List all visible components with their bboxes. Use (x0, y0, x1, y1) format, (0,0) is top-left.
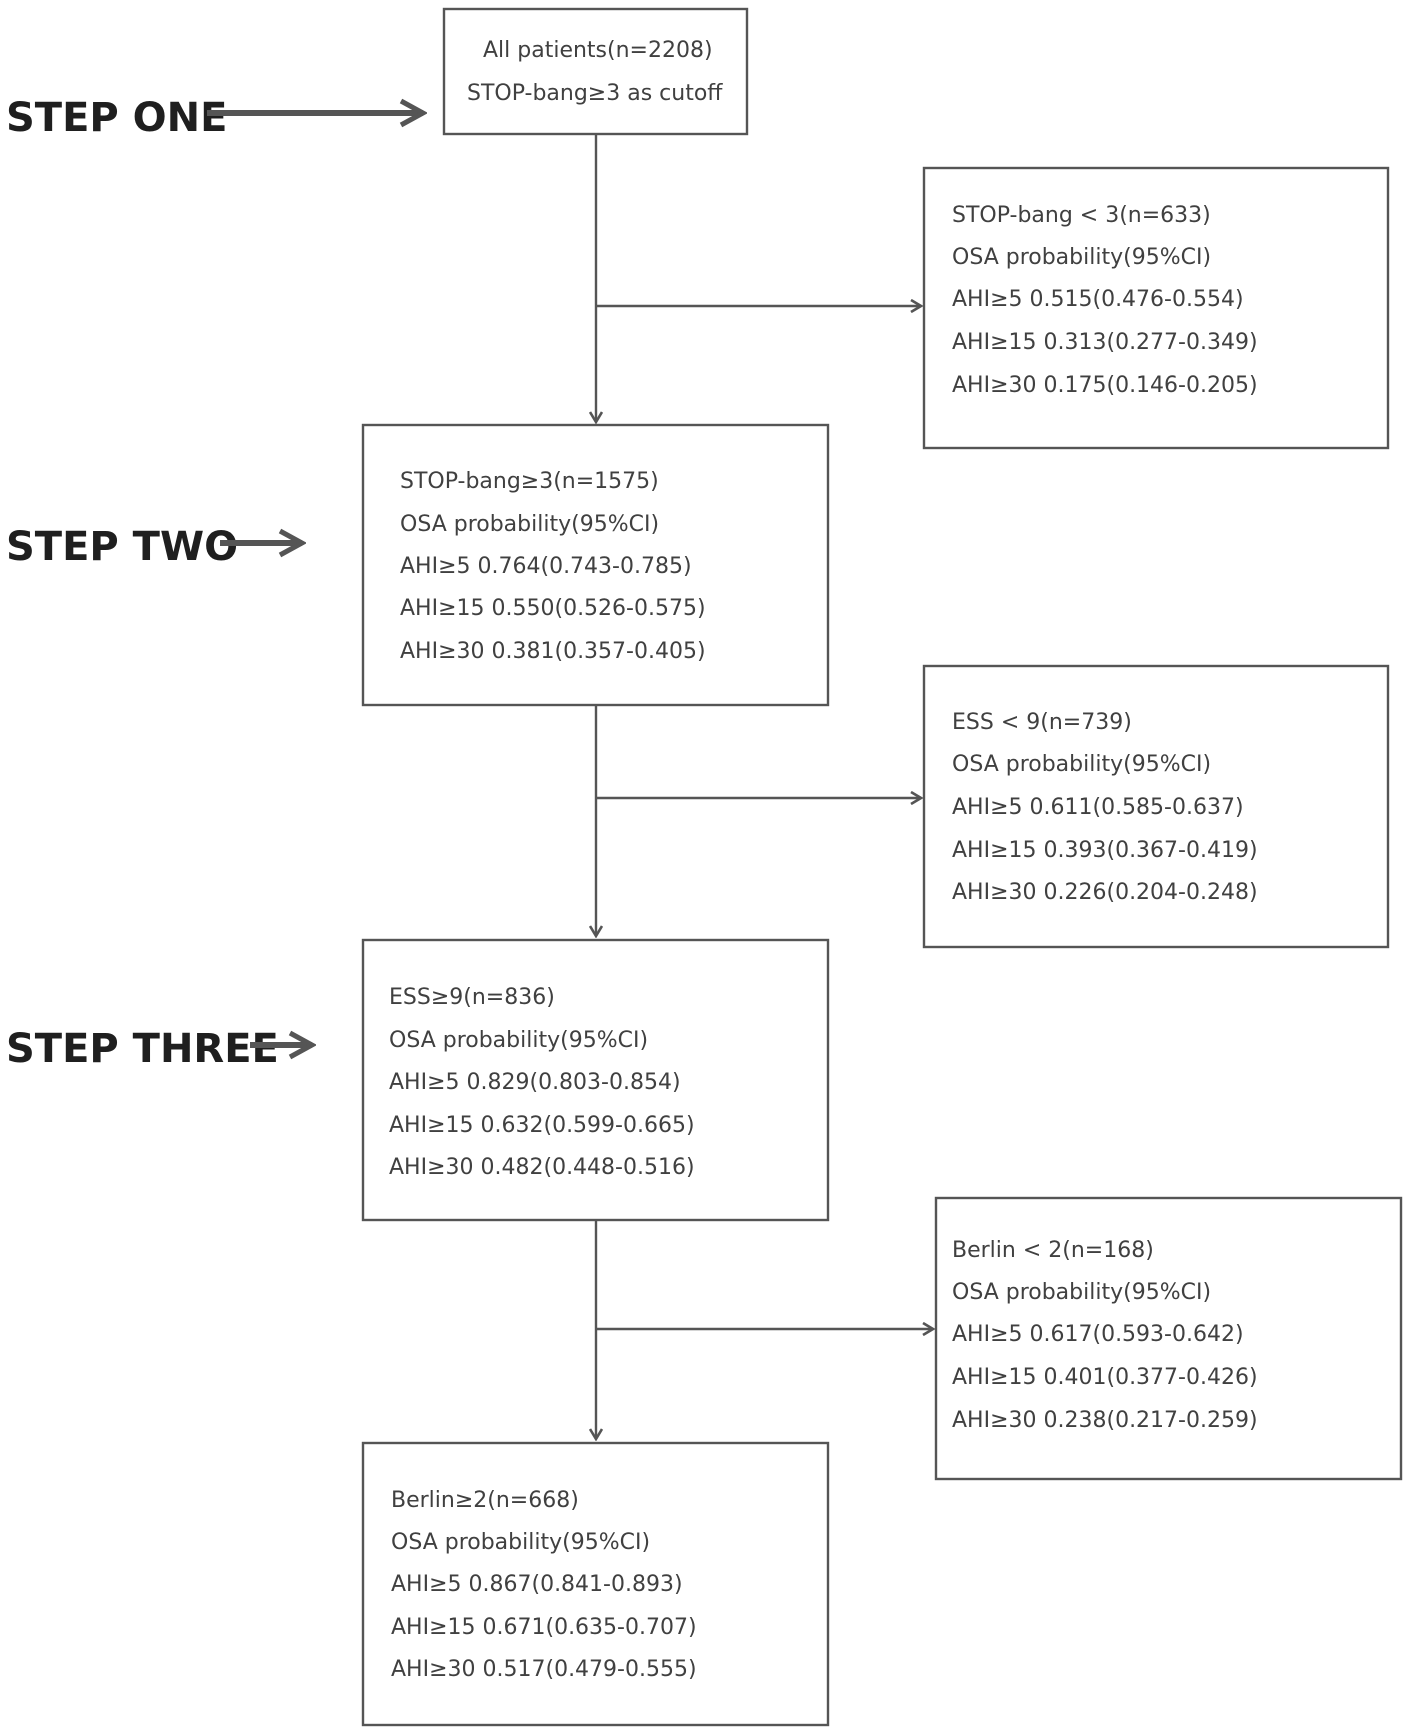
step-one-label: STEP ONE (6, 95, 227, 141)
berlin-low-line-5: AHI≥30 0.238(0.217-0.259) (952, 1408, 1258, 1433)
stopbang-high-line-4: AHI≥15 0.550(0.526-0.575) (400, 596, 706, 621)
berlin-low-line-2: OSA probability(95%CI) (952, 1280, 1211, 1305)
ess-high-line-4: AHI≥15 0.632(0.599-0.665) (389, 1113, 695, 1138)
berlin-high-line-5: AHI≥30 0.517(0.479-0.555) (391, 1657, 697, 1682)
ess-low-line-4: AHI≥15 0.393(0.367-0.419) (952, 838, 1258, 863)
berlin-low-line-1: Berlin < 2(n=168) (952, 1238, 1154, 1263)
step-three-label: STEP THREE (6, 1026, 279, 1072)
ess-low-line-2: OSA probability(95%CI) (952, 752, 1211, 777)
stopbang-low-line-5: AHI≥30 0.175(0.146-0.205) (952, 373, 1258, 398)
ess-low-box: ESS < 9(n=739) OSA probability(95%CI) AH… (922, 664, 1390, 949)
berlin-low-line-4: AHI≥15 0.401(0.377-0.426) (952, 1365, 1258, 1390)
stopbang-low-line-3: AHI≥5 0.515(0.476-0.554) (952, 287, 1244, 312)
berlin-low-box: Berlin < 2(n=168) OSA probability(95%CI)… (934, 1196, 1403, 1481)
berlin-high-line-2: OSA probability(95%CI) (391, 1530, 650, 1555)
berlin-high-line-1: Berlin≥2(n=668) (391, 1488, 579, 1513)
stopbang-high-line-1: STOP-bang≥3(n=1575) (400, 469, 659, 494)
stopbang-high-line-2: OSA probability(95%CI) (400, 512, 659, 537)
stopbang-high-box: STOP-bang≥3(n=1575) OSA probability(95%C… (361, 423, 830, 707)
stopbang-low-line-2: OSA probability(95%CI) (952, 245, 1211, 270)
stopbang-high-line-5: AHI≥30 0.381(0.357-0.405) (400, 639, 706, 664)
stopbang-high-line-3: AHI≥5 0.764(0.743-0.785) (400, 554, 692, 579)
berlin-high-box: Berlin≥2(n=668) OSA probability(95%CI) A… (361, 1441, 830, 1727)
stopbang-low-box: STOP-bang < 3(n=633) OSA probability(95%… (922, 166, 1390, 450)
berlin-high-line-3: AHI≥5 0.867(0.841-0.893) (391, 1572, 683, 1597)
start-box: All patients(n=2208) STOP-bang≥3 as cuto… (442, 7, 749, 136)
step-two-label: STEP TWO (6, 524, 238, 570)
ess-high-line-1: ESS≥9(n=836) (389, 985, 555, 1010)
berlin-low-line-3: AHI≥5 0.617(0.593-0.642) (952, 1322, 1244, 1347)
ess-low-line-3: AHI≥5 0.611(0.585-0.637) (952, 795, 1244, 820)
start-line-1: All patients(n=2208) (483, 38, 713, 63)
ess-high-line-5: AHI≥30 0.482(0.448-0.516) (389, 1155, 695, 1180)
ess-high-box: ESS≥9(n=836) OSA probability(95%CI) AHI≥… (361, 938, 830, 1222)
ess-low-line-5: AHI≥30 0.226(0.204-0.248) (952, 880, 1258, 905)
berlin-high-line-4: AHI≥15 0.671(0.635-0.707) (391, 1615, 697, 1640)
ess-low-line-1: ESS < 9(n=739) (952, 710, 1132, 735)
start-line-2: STOP-bang≥3 as cutoff (467, 81, 723, 106)
stopbang-low-line-4: AHI≥15 0.313(0.277-0.349) (952, 330, 1258, 355)
ess-high-line-3: AHI≥5 0.829(0.803-0.854) (389, 1070, 681, 1095)
stopbang-low-line-1: STOP-bang < 3(n=633) (952, 203, 1211, 228)
ess-high-line-2: OSA probability(95%CI) (389, 1028, 648, 1053)
